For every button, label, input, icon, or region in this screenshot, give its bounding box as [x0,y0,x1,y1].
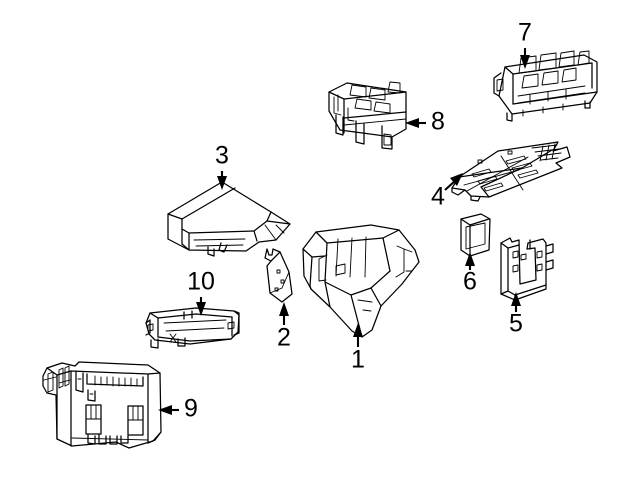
part-10-retainer-rail[interactable] [145,307,240,349]
callout-label-1[interactable]: 1 [351,346,365,374]
callout-label-3[interactable]: 3 [215,142,229,170]
callout-label-5[interactable]: 5 [509,310,523,338]
part-6-insulation-pad[interactable] [460,213,491,257]
part-3-cover-lid[interactable] [167,181,291,257]
callout-numbers: 1 2 3 4 5 6 7 8 9 10 [184,19,532,423]
callout-label-8[interactable]: 8 [431,108,445,136]
part-2-mounting-bracket[interactable] [264,248,293,303]
callout-label-7[interactable]: 7 [518,19,532,47]
callout-leaders [158,48,530,415]
callout-label-4[interactable]: 4 [431,183,445,211]
part-9-connector-housing-box[interactable] [42,361,162,449]
part-5-u-shaped-bracket[interactable] [500,237,554,301]
part-4-vented-plate[interactable] [451,141,571,202]
callout-label-6[interactable]: 6 [463,268,477,296]
part-7-fuse-relay-box[interactable] [493,50,598,122]
part-1-battery-tray-housing[interactable] [302,224,420,338]
callout-label-2[interactable]: 2 [277,324,291,352]
callout-label-10[interactable]: 10 [187,268,215,296]
part-8-relay-module[interactable] [328,81,407,150]
callout-label-9[interactable]: 9 [184,395,198,423]
